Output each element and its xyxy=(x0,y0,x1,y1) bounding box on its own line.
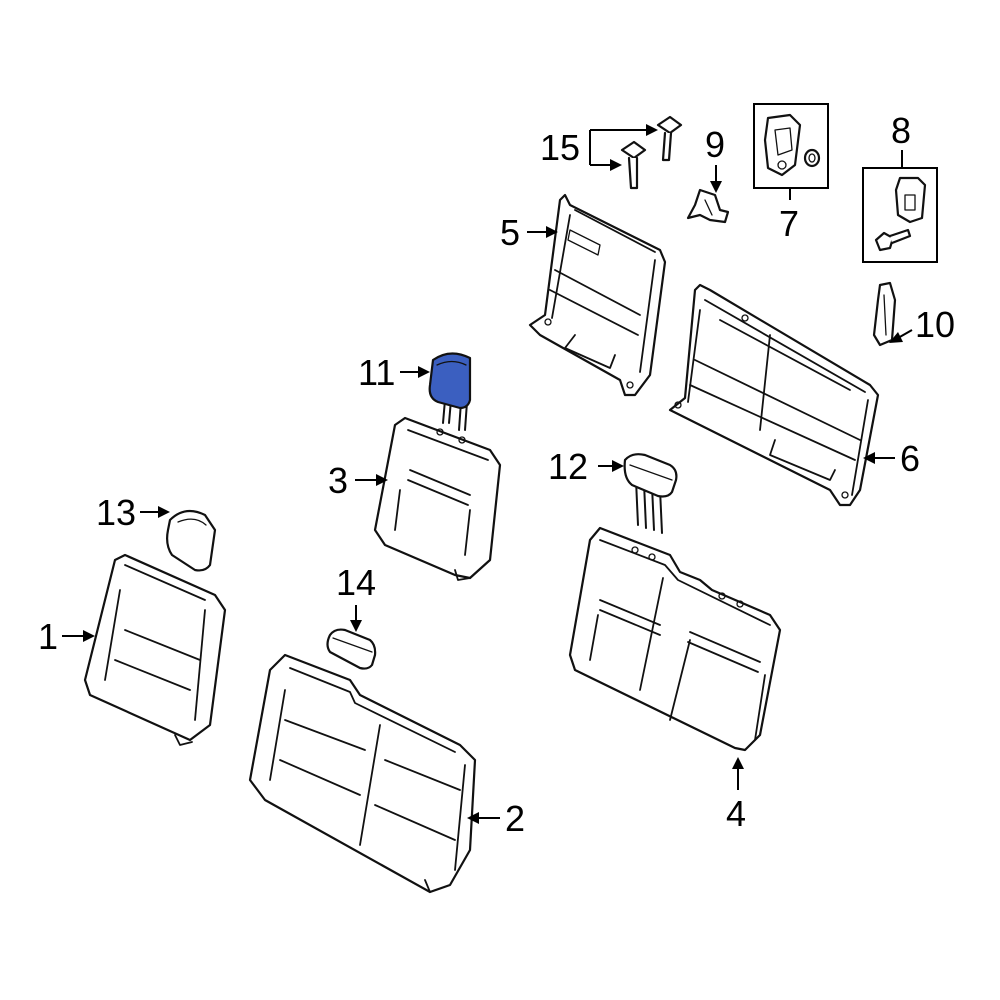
callout-12: 12 xyxy=(548,446,588,487)
callout-7: 7 xyxy=(779,203,799,244)
part-8-hinge-bolt[interactable] xyxy=(862,167,938,263)
part-15-bolts[interactable] xyxy=(620,115,683,190)
part-9-bracket[interactable] xyxy=(686,188,730,224)
callout-5: 5 xyxy=(500,212,520,253)
part-14-armrest-pad[interactable] xyxy=(326,628,377,670)
callout-13: 13 xyxy=(96,492,136,533)
leader-lines xyxy=(62,124,913,824)
part-5-seat-frame-left[interactable] xyxy=(528,193,667,397)
part-3-seat-back-center[interactable] xyxy=(373,416,502,581)
callout-14: 14 xyxy=(336,562,376,603)
part-1-seat-back-left[interactable] xyxy=(83,553,227,746)
part-2-seat-cushion-left[interactable] xyxy=(248,653,477,894)
callout-6: 6 xyxy=(900,438,920,479)
callout-9: 9 xyxy=(705,124,725,165)
part-11-headrest-highlighted[interactable] xyxy=(428,352,472,431)
callout-11: 11 xyxy=(358,352,395,393)
callout-8: 8 xyxy=(891,110,911,151)
callout-4: 4 xyxy=(726,793,746,834)
part-4-seat-back-right[interactable] xyxy=(568,526,782,752)
part-13-headrest-left[interactable] xyxy=(166,509,217,572)
part-7-latch[interactable] xyxy=(753,103,829,189)
callout-10: 10 xyxy=(915,304,955,345)
callout-1: 1 xyxy=(38,616,58,657)
part-6-seat-frame-right[interactable] xyxy=(668,283,880,507)
callout-15: 15 xyxy=(540,127,580,168)
part-12-headrest-right[interactable] xyxy=(623,453,678,534)
part-10-clip[interactable] xyxy=(872,281,897,347)
callout-3: 3 xyxy=(328,460,348,501)
callout-2: 2 xyxy=(505,798,525,839)
callout-labels: 1 2 3 4 5 6 7 8 9 10 11 12 13 14 15 xyxy=(38,110,955,839)
